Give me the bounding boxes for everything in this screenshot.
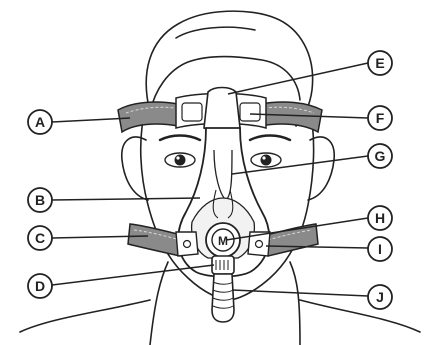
tube-assembly	[212, 256, 234, 322]
elbow-valve: M	[206, 223, 240, 257]
leader-b	[52, 198, 200, 200]
svg-text:B: B	[35, 192, 45, 208]
shoulder-left	[20, 300, 150, 332]
svg-text:H: H	[375, 210, 385, 226]
upper-headgear	[118, 88, 322, 133]
right-eyebrow	[250, 136, 290, 141]
leader-d	[52, 265, 214, 285]
svg-text:F: F	[376, 110, 385, 126]
right-ear	[308, 137, 334, 200]
callout-b: B	[28, 188, 52, 212]
svg-text:C: C	[35, 230, 45, 246]
callout-i: I	[368, 237, 392, 261]
svg-text:I: I	[378, 241, 382, 257]
left-eyebrow	[160, 136, 200, 141]
leader-j	[232, 290, 368, 296]
callout-f: F	[368, 106, 392, 130]
svg-text:D: D	[35, 278, 45, 294]
valve-letter: M	[218, 234, 228, 248]
hair-strand	[176, 27, 255, 38]
svg-text:A: A	[35, 114, 45, 130]
callout-c: C	[28, 226, 52, 250]
lower-strap-right	[262, 224, 318, 256]
swivel	[212, 256, 234, 274]
neck-left	[150, 262, 168, 345]
callout-h: H	[368, 206, 392, 230]
callout-e: E	[368, 51, 392, 75]
neck-right	[290, 262, 300, 345]
shoulder-right	[300, 300, 420, 332]
callout-g: G	[368, 144, 392, 168]
svg-text:G: G	[375, 148, 386, 164]
svg-text:J: J	[376, 289, 384, 305]
forehead-pad	[204, 88, 240, 132]
upper-strap-left	[118, 102, 178, 132]
callout-a: A	[28, 110, 52, 134]
callout-d: D	[28, 274, 52, 298]
leader-a	[52, 118, 130, 122]
tube	[212, 274, 234, 322]
upper-strap-right	[260, 102, 322, 132]
svg-text:E: E	[375, 55, 384, 71]
callout-j: J	[368, 285, 392, 309]
